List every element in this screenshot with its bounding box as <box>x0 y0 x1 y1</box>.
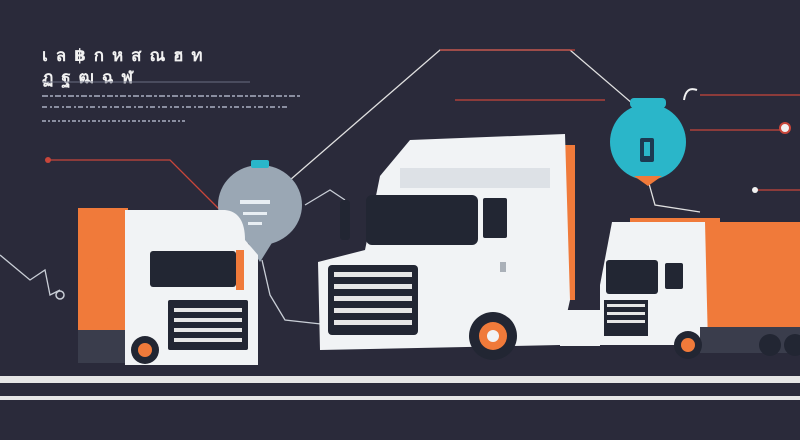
node-dot <box>55 290 65 300</box>
road <box>0 376 800 400</box>
title-line-1: เ ล ฿ ก ห ส ณ ฮ ท <box>42 46 204 66</box>
node-dot <box>779 122 791 134</box>
location-pin-icon <box>610 98 686 186</box>
truck-icon <box>318 134 600 360</box>
node-dot <box>45 157 51 163</box>
truck-icon <box>600 218 800 359</box>
title-line-2: ฏ ฐ ฒ ฉ ฬ <box>42 68 135 88</box>
placeholder-text-lines <box>42 81 300 122</box>
truck-icon <box>78 208 258 365</box>
hook-icon <box>683 88 698 101</box>
connector-lines <box>0 49 800 326</box>
node-dot <box>752 187 758 193</box>
